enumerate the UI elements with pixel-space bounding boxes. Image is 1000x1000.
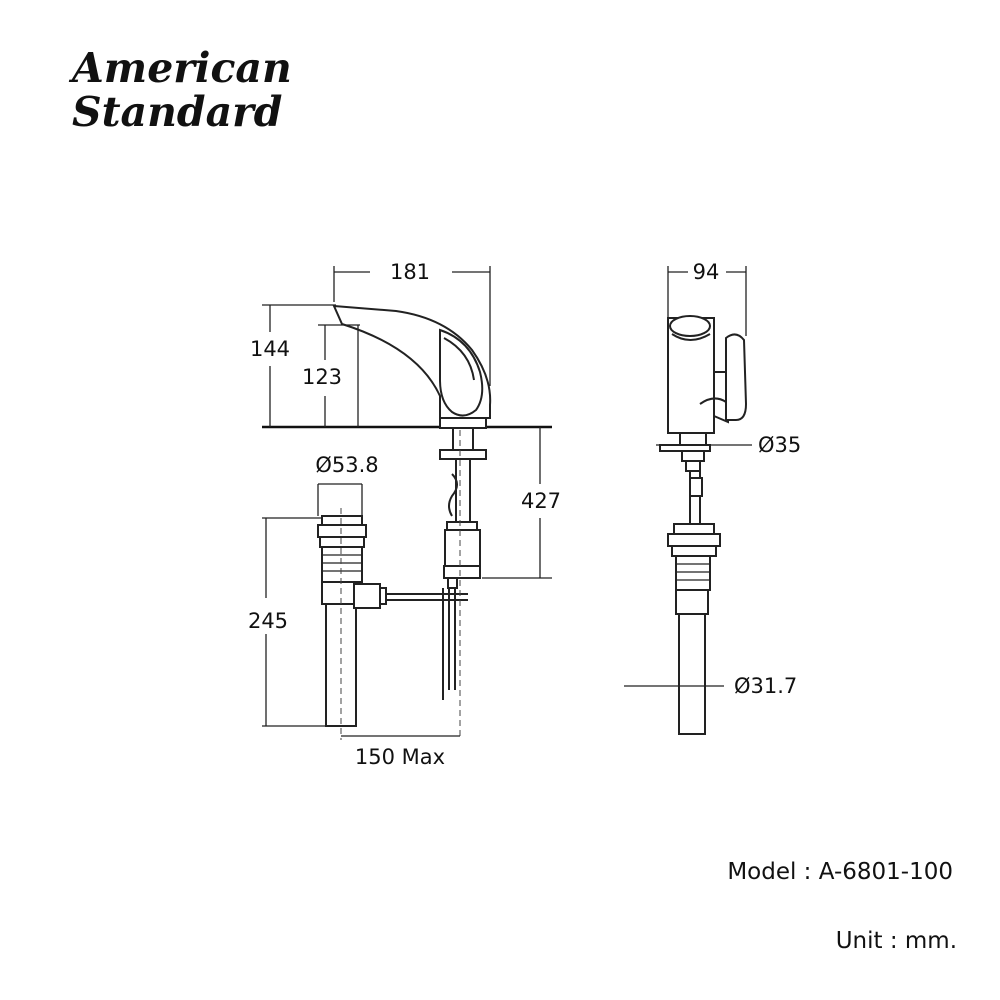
svg-text:Ø53.8: Ø53.8 [315, 453, 378, 477]
faucet-body-front [332, 304, 492, 429]
svg-text:Ø31.7: Ø31.7 [734, 674, 797, 698]
brand-logo: American Standard [68, 44, 292, 136]
waste-assembly [317, 515, 387, 727]
svg-text:181: 181 [390, 260, 430, 284]
dimension-body-diameter: Ø35 [656, 433, 801, 457]
dimension-below-deck: 427 [482, 427, 561, 579]
dimension-waste-diameter: Ø53.8 [315, 453, 379, 516]
model-number: Model : A-6801-100 [727, 859, 953, 885]
svg-text:123: 123 [302, 365, 342, 389]
svg-text:94: 94 [693, 260, 720, 284]
front-view: 181 144 123 427 Ø53.8 [248, 260, 561, 769]
brand-logo-line1: American [68, 44, 292, 92]
dimension-height-total: 144 [250, 304, 336, 427]
dimension-spacing: 150 Max [341, 735, 460, 769]
svg-text:Ø35: Ø35 [758, 433, 801, 457]
popup-rod [378, 593, 468, 601]
brand-logo-line2: Standard [72, 88, 282, 136]
svg-text:427: 427 [521, 489, 561, 513]
unit-label: Unit : mm. [836, 928, 957, 954]
svg-text:245: 245 [248, 609, 288, 633]
side-connection [659, 432, 711, 524]
dimension-tail-diameter: Ø31.7 [624, 674, 797, 698]
side-view: 94 Ø35 Ø31.7 [624, 260, 801, 735]
dimension-width-side: 94 [667, 260, 747, 336]
dimension-width-front: 181 [333, 260, 491, 386]
dimension-spout-height: 123 [302, 324, 360, 427]
connection-assembly [439, 427, 487, 700]
faucet-body-side [667, 315, 748, 434]
dimension-waste-height: 245 [248, 517, 330, 727]
svg-text:150 Max: 150 Max [355, 745, 445, 769]
side-waste [667, 523, 721, 735]
svg-text:144: 144 [250, 337, 290, 361]
